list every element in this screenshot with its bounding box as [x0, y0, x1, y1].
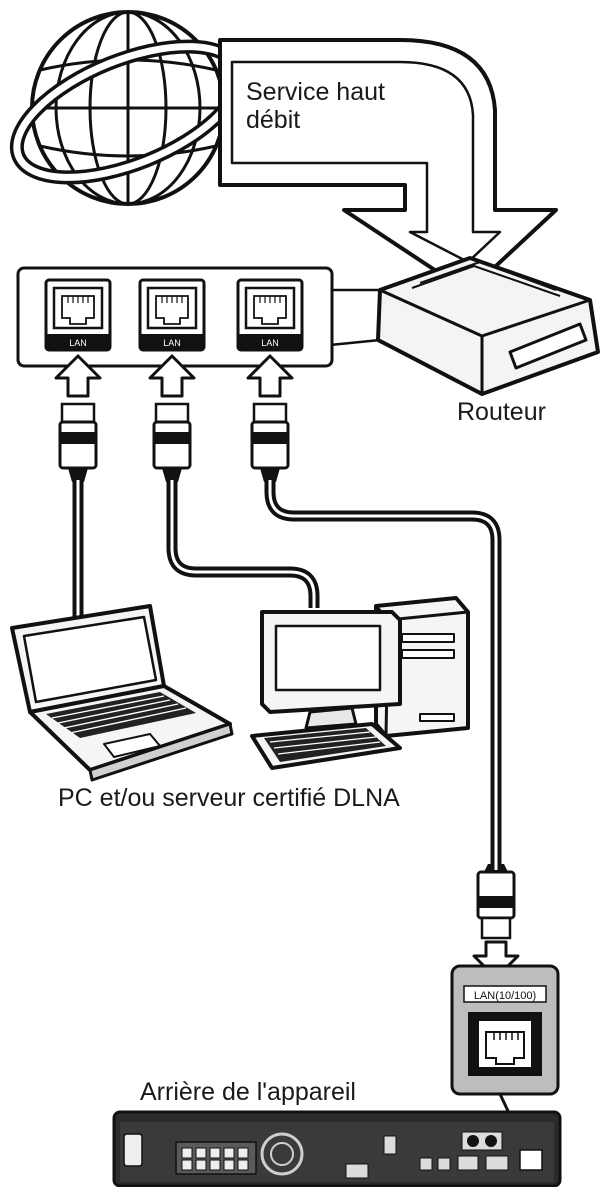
device-rear-label: Arrière de l'appareil — [140, 1078, 356, 1106]
device-lan-port-label: LAN(10/100) — [474, 990, 536, 1002]
router-icon — [376, 256, 600, 396]
router-lan-port-label: LAN — [69, 338, 87, 348]
arrow-up-icon — [246, 354, 294, 398]
usb-port-icon — [437, 1157, 451, 1171]
speaker-terminals — [175, 1141, 257, 1175]
optical-port-icon — [419, 1157, 433, 1171]
broadband-arrow — [218, 38, 558, 294]
ethernet-plug-icon — [58, 402, 98, 482]
rear-lan-port-icon — [519, 1149, 543, 1171]
power-socket-icon — [123, 1133, 143, 1167]
audio-jack-icon — [461, 1131, 503, 1151]
arrow-up-icon — [54, 354, 102, 398]
device-lan-panel: LAN(10/100) — [450, 964, 560, 1129]
device-ethernet-plug-icon — [476, 864, 516, 940]
broadband-service-line1: Service haut — [246, 78, 385, 106]
router-lan-port-2: LAN — [138, 278, 206, 352]
component-port-icon — [457, 1155, 479, 1171]
router-lan-port-1: LAN — [44, 278, 112, 352]
router-lan-port-3: LAN — [236, 278, 304, 352]
antenna-port-icon — [383, 1135, 397, 1155]
cable-to-device — [264, 480, 502, 870]
video-port-icon — [485, 1155, 509, 1171]
arrow-up-icon — [148, 354, 196, 398]
cable-to-desktop — [166, 480, 320, 608]
router-lan-port-label: LAN — [261, 338, 279, 348]
ethernet-plug-icon — [152, 402, 192, 482]
broadband-service-label: Service haut débit — [246, 78, 385, 134]
laptop-icon — [10, 604, 234, 782]
router-lan-port-label: LAN — [163, 338, 181, 348]
router-label: Routeur — [457, 398, 546, 426]
ethernet-plug-icon — [250, 402, 290, 482]
pc-server-label: PC et/ou serveur certifié DLNA — [58, 784, 400, 812]
cooling-fan-icon — [260, 1132, 304, 1176]
broadband-service-line2: débit — [246, 106, 301, 134]
desktop-pc-icon — [250, 596, 470, 770]
hdmi-port-icon — [345, 1163, 369, 1179]
device-rear-panel — [112, 1110, 562, 1188]
